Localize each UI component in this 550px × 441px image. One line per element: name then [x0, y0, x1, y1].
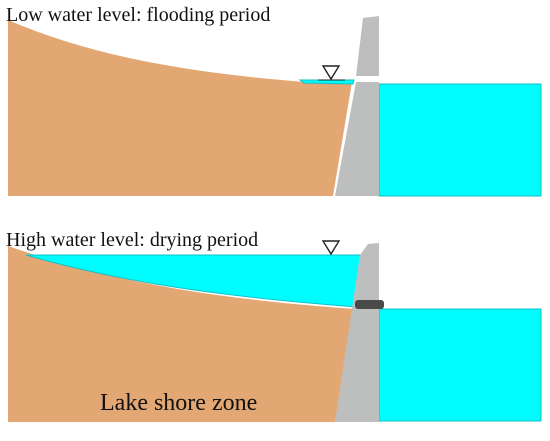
bottom-soil-bank [8, 246, 356, 422]
top-dam-upper [356, 16, 379, 76]
top-reservoir-water [378, 83, 542, 197]
bottom-panel-title: High water level: drying period [6, 229, 259, 251]
lake-shore-zone-label: Lake shore zone [100, 390, 258, 416]
bottom-dam [335, 243, 379, 422]
bottom-reservoir-water [378, 308, 542, 422]
bottom-lake-water [25, 254, 363, 308]
top-shore-water [298, 79, 355, 85]
top-panel-title: Low water level: flooding period [6, 4, 271, 26]
top-dam-lower [335, 82, 379, 196]
top-soil-bank [8, 20, 352, 196]
top-panel [8, 16, 542, 197]
bottom-water-level-marker-icon [321, 240, 341, 256]
top-water-level-marker-icon [321, 65, 341, 81]
bottom-gate-closed-icon [355, 300, 384, 309]
bottom-panel [8, 240, 542, 422]
